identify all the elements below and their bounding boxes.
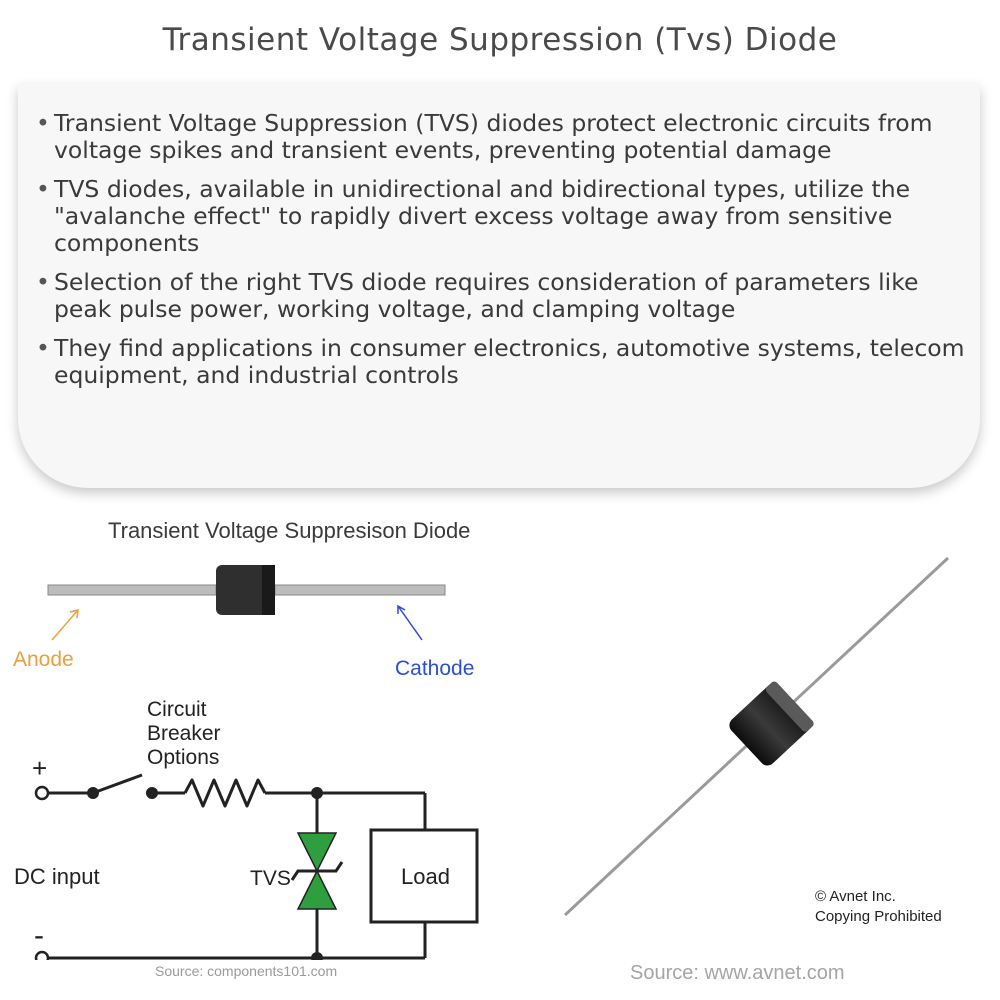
cathode-arrow	[397, 605, 423, 641]
tvs-triangle-top	[296, 832, 338, 873]
breaker-label-1: Circuit	[147, 698, 207, 721]
anode-arrow-head	[69, 609, 79, 619]
minus-sign: -	[34, 919, 44, 952]
bullet-item: Selection of the right TVS diode require…	[36, 269, 971, 323]
anode-label: Anode	[13, 648, 74, 671]
load-label: Load	[401, 864, 450, 889]
tvs-triangle-bottom	[296, 869, 338, 910]
anode-lead	[47, 584, 217, 596]
dc-input-label: DC input	[14, 864, 100, 889]
resistor	[183, 778, 267, 808]
bullet-item: They find applications in consumer elect…	[36, 335, 971, 389]
bullet-list: Transient Voltage Suppression (TVS) diod…	[36, 110, 971, 401]
switch-arm	[92, 773, 143, 795]
tvs-diode-photo	[563, 556, 950, 917]
positive-terminal	[34, 785, 50, 801]
credit-line-2: Copying Prohibited	[815, 908, 942, 925]
tvs-bar	[290, 861, 344, 881]
diode-heading: Transient Voltage Suppresison Diode	[108, 518, 470, 543]
cathode-label: Cathode	[395, 657, 474, 680]
diode-body	[216, 565, 275, 615]
negative-terminal	[34, 950, 50, 960]
page-title: Transient Voltage Suppression (Tvs) Diod…	[162, 22, 838, 58]
anode-arrow	[51, 609, 79, 641]
credit-line-1: © Avnet Inc.	[815, 888, 896, 905]
bullet-item: TVS diodes, available in unidirectional …	[36, 176, 971, 257]
photo-source: Source: www.avnet.com	[630, 962, 845, 984]
cathode-band	[262, 565, 275, 615]
photo-cathode-band	[765, 681, 814, 732]
tvs-circuit-diagram: Transient Voltage Suppresison Diode Anod…	[13, 518, 479, 960]
bullet-item: Transient Voltage Suppression (TVS) diod…	[36, 110, 971, 164]
photo-credit: © Avnet Inc. Copying Prohibited	[815, 887, 942, 927]
bottom-node	[311, 952, 323, 960]
tvs-label: TVS	[250, 867, 291, 890]
breaker-label-2: Breaker	[147, 722, 221, 745]
cathode-arrow-head	[397, 604, 406, 614]
plus-sign: +	[32, 753, 47, 783]
cathode-lead	[274, 584, 446, 596]
load-box	[369, 828, 479, 924]
breaker-label-3: Options	[147, 746, 219, 769]
diagram-source: Source: components101.com	[155, 963, 338, 979]
